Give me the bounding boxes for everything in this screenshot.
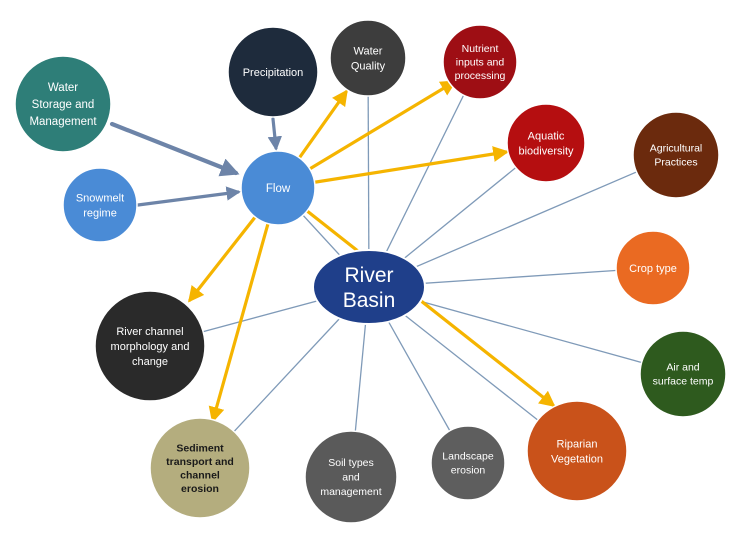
arrow-water-storage-to-flow <box>109 121 240 177</box>
node-sediment-label-line: erosion <box>181 483 219 495</box>
arrow-snowmelt-to-flow <box>136 186 241 207</box>
node-crop-type: Crop type <box>615 230 691 306</box>
spoke-line-agricultural <box>368 154 677 288</box>
node-water-storage-label-line: Management <box>29 116 97 128</box>
node-sediment-circle <box>149 417 251 519</box>
arrow-flow-to-sediment <box>208 186 280 424</box>
node-landscape-label-line: erosion <box>451 465 486 477</box>
node-snowmelt-label-line: Snowmelt <box>76 192 124 204</box>
node-river-channel-label-line: morphology and <box>111 341 190 353</box>
node-water-quality-circle <box>329 19 407 97</box>
node-soil: Soil types and management <box>304 430 398 524</box>
node-aquatic: Aquatic biodiversity <box>506 103 586 183</box>
node-river-basin-label-line: River <box>344 264 393 287</box>
node-precipitation-label-line: Precipitation <box>243 67 304 79</box>
node-landscape-circle <box>430 425 506 501</box>
node-aquatic-label-line: Aquatic <box>528 130 565 142</box>
node-landscape-label-line: Landscape <box>442 451 494 463</box>
node-river-basin-label-line: Basin <box>343 289 396 312</box>
node-soil-label-line: Soil types <box>328 457 374 469</box>
node-flow-circle <box>240 150 316 226</box>
node-river-basin-ellipse <box>312 249 426 325</box>
node-landscape: Landscape erosion <box>430 425 506 501</box>
node-aquatic-label-line: biodiversity <box>518 145 574 157</box>
node-water-quality-label-line: Water <box>354 45 383 57</box>
arrow-precipitation-to-flow <box>267 117 282 151</box>
node-aquatic-circle <box>506 103 586 183</box>
node-nutrient-label-line: Nutrient <box>462 43 499 55</box>
node-nutrient-label-line: inputs and <box>456 57 505 69</box>
node-precipitation: Precipitation <box>227 26 319 118</box>
node-nutrient-circle <box>442 24 518 100</box>
node-agricultural-label-line: Practices <box>654 157 697 169</box>
node-snowmelt-label-line: regime <box>83 207 117 219</box>
node-crop-type-label-line: Crop type <box>629 263 677 275</box>
node-soil-label-line: and <box>342 472 360 484</box>
arrow-flow-to-aquatic <box>276 146 510 190</box>
node-water-storage-label-line: Storage and <box>32 99 95 111</box>
node-water-quality-label-line: Quality <box>351 60 386 72</box>
node-riparian-circle <box>526 400 628 502</box>
node-water-storage-label-line: Water <box>48 82 78 94</box>
node-riparian-label-line: Riparian <box>557 438 598 450</box>
node-agricultural-circle <box>632 111 720 199</box>
node-riparian-label-line: Vegetation <box>551 453 603 465</box>
node-soil-circle <box>304 430 398 524</box>
node-air-temp-label-line: surface temp <box>653 376 714 388</box>
node-sediment-label-line: channel <box>180 469 220 481</box>
node-river-channel: River channel morphology and change <box>94 290 206 402</box>
node-precipitation-circle <box>227 26 319 118</box>
node-river-channel-label-line: change <box>132 356 168 368</box>
spoke-line-nutrient <box>368 61 481 288</box>
node-river-channel-circle <box>94 290 206 402</box>
node-air-temp-circle <box>639 330 727 418</box>
node-snowmelt-circle <box>62 167 138 243</box>
node-water-storage-circle <box>14 55 112 153</box>
node-flow: Flow <box>240 150 316 226</box>
node-air-temp: Air and surface temp <box>639 330 727 418</box>
node-air-temp-label-line: Air and <box>666 362 699 374</box>
node-snowmelt: Snowmelt regime <box>62 167 138 243</box>
node-sediment-label-line: Sediment <box>176 442 224 454</box>
node-flow-label-line: Flow <box>266 183 291 195</box>
node-river-channel-label-line: River channel <box>116 326 183 338</box>
node-soil-label-line: management <box>320 486 381 498</box>
node-crop-type-circle <box>615 230 691 306</box>
node-agricultural-label-line: Agricultural <box>650 143 703 155</box>
node-sediment-label-line: transport and <box>166 456 234 468</box>
node-nutrient-label-line: processing <box>455 70 506 82</box>
